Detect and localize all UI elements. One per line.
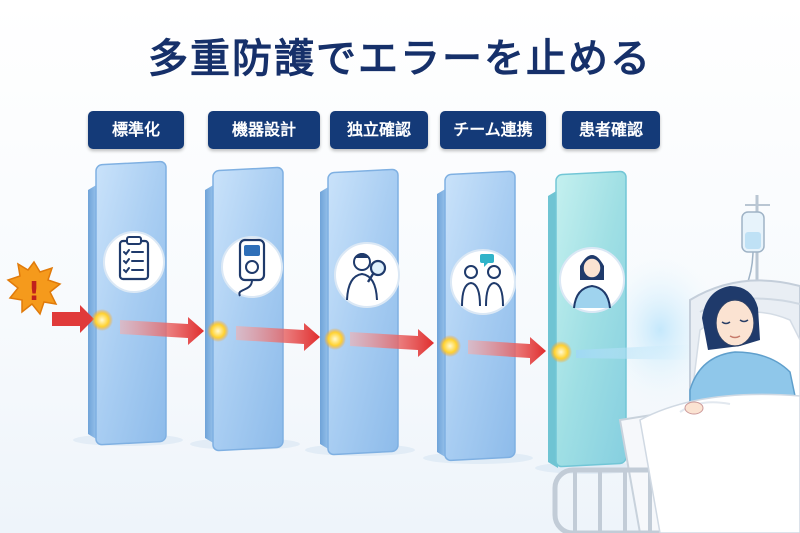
error-warning-icon: !: [6, 260, 62, 316]
medical-device-icon: [221, 236, 283, 298]
barrier-label-standardization: 標準化: [88, 111, 184, 149]
barrier-panel-2: [205, 166, 284, 452]
barrier-label-patient-check: 患者確認: [562, 111, 660, 149]
impact-sparks: [91, 309, 572, 363]
barrier-panel-3: [320, 168, 399, 456]
barrier-label-team-coordination: チーム連携: [440, 111, 546, 149]
barrier-panel-5: [548, 170, 627, 468]
barrier-panel-1: [88, 160, 167, 446]
barrier-label-independent-check: 独立確認: [330, 111, 428, 149]
page-title: 多重防護でエラーを止める: [148, 36, 652, 82]
team-discussion-icon: [450, 249, 516, 315]
barrier-panel-4: [437, 170, 516, 462]
error-symbol: !: [28, 277, 40, 307]
error-arrows: [52, 305, 546, 365]
barrier-label-device-design: 機器設計: [208, 111, 320, 149]
patient-icon: [559, 247, 625, 313]
patient-in-bed: [639, 286, 800, 533]
clipboard-checklist-icon: [103, 231, 165, 293]
safe-beam: [576, 344, 700, 360]
doctor-magnifier-icon: [334, 242, 400, 308]
